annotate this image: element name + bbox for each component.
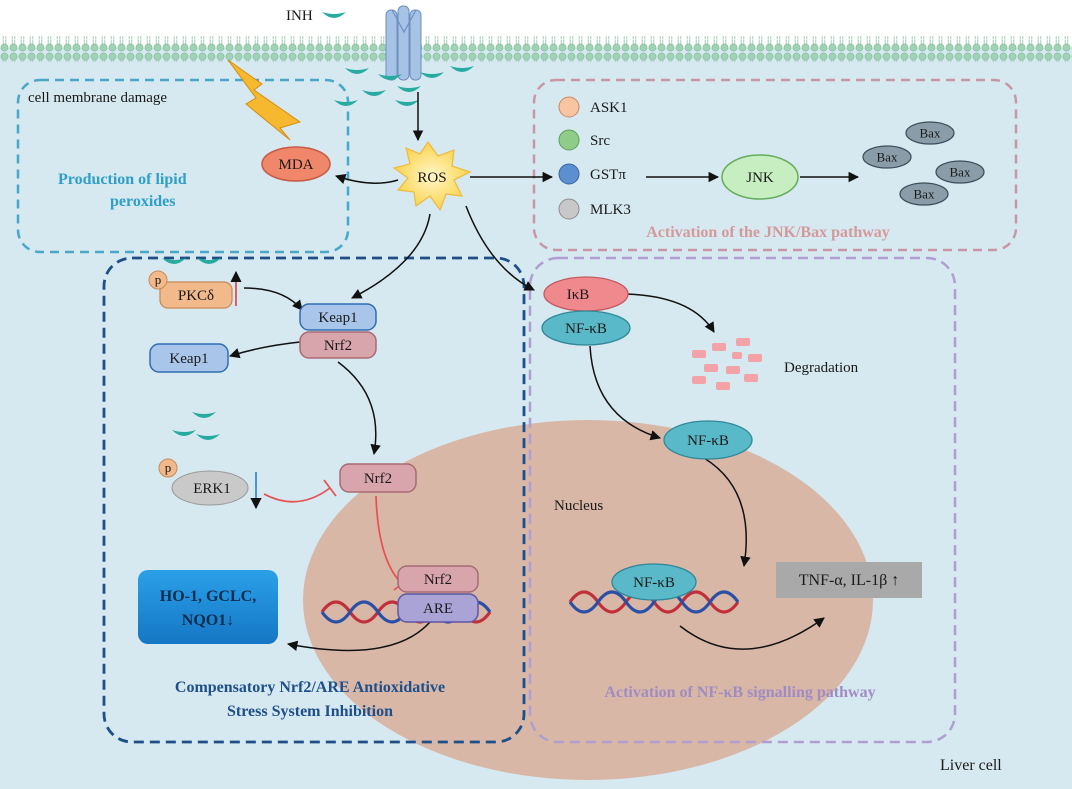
are-node — [397, 593, 479, 623]
lightning-icon — [227, 59, 302, 141]
mlk3-dot — [558, 198, 580, 220]
svg-text:Bax: Bax — [914, 187, 935, 202]
nucleus-label: Nucleus — [554, 498, 603, 514]
keap1-free-label: Keap1 — [169, 351, 208, 367]
nfkb-nuclear-node — [611, 563, 697, 601]
mlk3-label: MLK3 — [590, 202, 631, 218]
jnk-node — [721, 154, 799, 200]
nucleus — [303, 420, 873, 780]
mda-label: MDA — [278, 157, 313, 173]
inh-molecule-icons — [162, 12, 474, 440]
are-label: ARE — [423, 601, 453, 617]
tnf-il1b-box — [776, 562, 922, 598]
pkcd-phospho-label: p — [155, 272, 162, 287]
tnf-il1b-label: TNF-α, IL-1β ↑ — [799, 572, 900, 589]
ros-burst-icon — [392, 140, 472, 212]
membrane-damage-label: cell membrane damage — [28, 90, 167, 106]
lipid-title-line2: peroxides — [110, 193, 175, 210]
dna-helix-right — [568, 590, 740, 614]
arrows — [228, 92, 860, 652]
ros-label: ROS — [417, 170, 446, 186]
cell-membrane — [0, 36, 1072, 62]
src-label: Src — [590, 133, 610, 149]
ask1-label: ASK1 — [590, 100, 628, 116]
nrf2-nuclear-label: Nrf2 — [424, 572, 452, 588]
nrf2-cyto-node — [339, 463, 417, 493]
erk1-phospho-label: p — [165, 460, 172, 475]
membrane-channel — [385, 5, 422, 81]
nfkb-box — [528, 256, 957, 744]
nrf2-title-line2: Stress System Inhibition — [227, 703, 393, 720]
jnk-label: JNK — [746, 170, 774, 186]
degradation-fragments-icon — [692, 338, 762, 390]
nfkb-free-node — [663, 420, 753, 460]
bax-cluster: Bax Bax Bax Bax — [862, 121, 985, 206]
ask1-dot — [558, 96, 580, 118]
erk1-label: ERK1 — [193, 481, 231, 497]
lipid-peroxide-box — [16, 78, 350, 254]
nrf2-are-box — [102, 256, 526, 744]
ikb-label: IκB — [567, 287, 590, 303]
mda-node — [261, 146, 331, 182]
nrf2-cyto-label: Nrf2 — [364, 471, 392, 487]
keap1-complex-node — [299, 303, 377, 331]
nrf2-complex-node — [299, 331, 377, 359]
nfkb-pathway-title: Activation of NF-κB signalling pathway — [604, 684, 875, 701]
ho1-gclc-nqo1-box — [138, 570, 278, 644]
nfkb-free-label: NF-κB — [687, 433, 729, 449]
keap1-complex-label: Keap1 — [318, 310, 357, 326]
pkcd-phospho-dot — [148, 270, 168, 290]
ho1-line1: HO-1, GCLC, — [160, 588, 256, 605]
gstpi-label: GSTπ — [590, 167, 626, 183]
nfkb-complex-label: NF-κB — [565, 321, 607, 337]
svg-text:Bax: Bax — [950, 165, 971, 180]
svg-text:Bax: Bax — [920, 126, 941, 141]
ho1-line2: NQO1↓ — [182, 612, 234, 629]
erk1-node — [171, 470, 249, 506]
svg-text:Bax: Bax — [877, 150, 898, 165]
degradation-label: Degradation — [784, 360, 859, 376]
gstpi-dot — [558, 163, 580, 185]
lipid-title-line1: Production of lipid — [58, 171, 187, 188]
nfkb-complex-node — [541, 310, 631, 346]
nrf2-nuclear-node — [397, 565, 479, 593]
liver-cell-label: Liver cell — [940, 757, 1002, 774]
jnk-bax-box — [532, 78, 1018, 252]
erk1-phospho-dot — [158, 458, 178, 478]
keap1-free-node — [149, 343, 229, 373]
src-dot — [558, 129, 580, 151]
jnk-pathway-title: Activation of the JNK/Bax pathway — [646, 224, 890, 241]
nrf2-complex-label: Nrf2 — [324, 338, 352, 354]
inh-label: INH — [286, 8, 313, 24]
pkcd-node — [159, 281, 233, 309]
nrf2-title-line1: Compensatory Nrf2/ARE Antioxidative — [175, 679, 445, 696]
nfkb-nuclear-label: NF-κB — [633, 575, 675, 591]
pkcd-label: PKCδ — [178, 288, 214, 304]
